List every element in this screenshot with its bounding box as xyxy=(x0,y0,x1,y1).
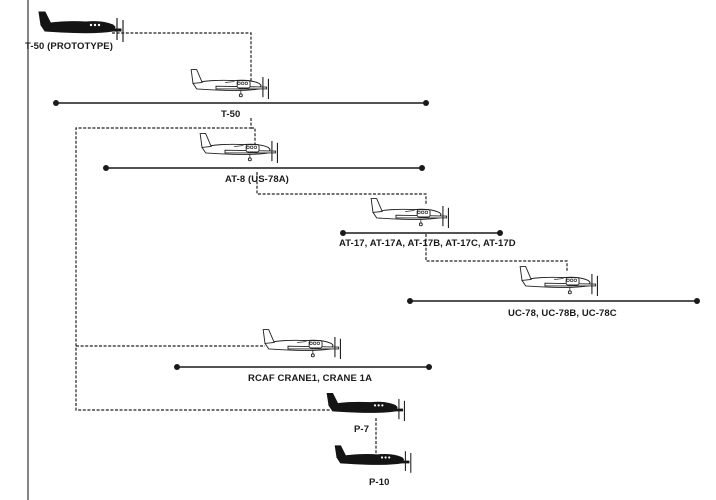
bar-uc78-end xyxy=(694,298,700,304)
bar-uc78-start xyxy=(407,298,413,304)
light-aircraft-icon xyxy=(199,133,278,164)
bar-at17-start xyxy=(340,230,346,236)
light-aircraft-icon xyxy=(519,266,598,297)
light-aircraft-icon xyxy=(190,69,269,100)
dark-aircraft-icon xyxy=(38,11,124,43)
timeline-bars xyxy=(53,100,700,370)
bar-rcaf-end xyxy=(426,364,432,370)
label-t50-prototype: T-50 (PROTOTYPE) xyxy=(25,41,113,52)
connector-lines xyxy=(75,32,568,456)
bar-at8-start xyxy=(103,165,109,171)
label-p7: P-7 xyxy=(354,424,370,435)
label-uc78: UC-78, UC-78B, UC-78C xyxy=(508,308,617,319)
label-at8: AT-8 (US-78A) xyxy=(225,174,289,185)
light-aircraft-icon xyxy=(262,329,341,360)
bar-t50-start xyxy=(53,100,59,106)
light-aircraft-icon xyxy=(370,198,449,229)
dark-aircraft-icon xyxy=(326,392,405,422)
bar-t50-end xyxy=(423,100,429,106)
bar-rcaf-start xyxy=(174,364,180,370)
label-rcaf: RCAF CRANE1, CRANE 1A xyxy=(248,373,373,384)
label-at17: AT-17, AT-17A, AT-17B, AT-17C, AT-17D xyxy=(339,238,516,249)
label-p10: P-10 xyxy=(369,477,390,488)
bar-at17-end xyxy=(497,230,503,236)
label-t50: T-50 xyxy=(221,109,241,120)
dark-aircraft-icon xyxy=(334,445,412,474)
bar-at8-end xyxy=(419,165,425,171)
